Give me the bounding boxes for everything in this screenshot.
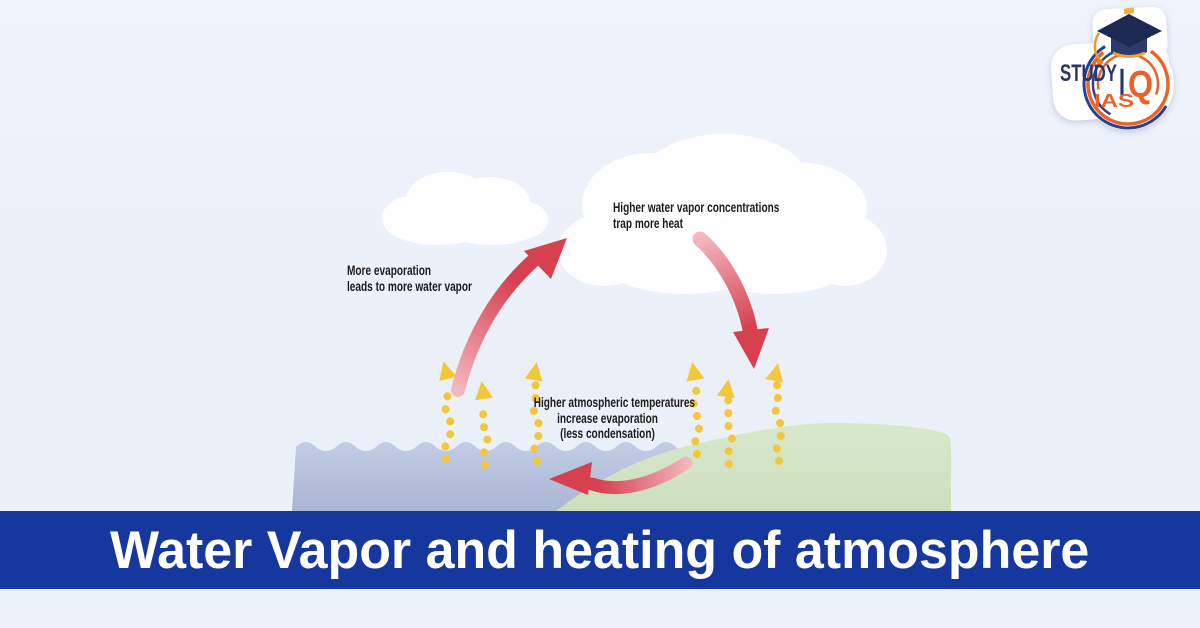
logo-text-ias: IAS <box>1094 91 1134 111</box>
evaporation-arrow <box>475 381 494 469</box>
label-higher-vapor-concentrations: Higher water vapor concentrations trap m… <box>613 199 779 231</box>
label-more-evaporation: More evaporation leads to more water vap… <box>347 262 472 294</box>
logo-text-iq-i: I <box>1119 62 1125 104</box>
label-line: More evaporation <box>347 262 432 278</box>
evaporation-arrows <box>439 361 786 469</box>
label-line: leads to more water vapor <box>347 278 472 294</box>
evaporation-arrow <box>686 362 705 458</box>
studyiq-logo: STUDY I Q IAS <box>1050 6 1174 130</box>
evaporation-arrow <box>716 379 736 468</box>
title-banner: Water Vapor and heating of atmosphere <box>0 511 1200 589</box>
label-line: trap more heat <box>613 215 684 231</box>
logo-sticker-background <box>1050 6 1174 130</box>
cloud-small <box>382 172 548 245</box>
evaporation-arrow <box>439 361 457 463</box>
evaporation-arrow <box>524 362 544 465</box>
label-line: Higher atmospheric temperatures <box>533 394 696 410</box>
label-line: increase evaporation <box>557 409 658 426</box>
logo-text-iq-q: Q <box>1128 64 1153 106</box>
cycle-arrow-down <box>692 231 769 369</box>
cycle-arrow-up <box>451 238 567 397</box>
graduation-cap-icon <box>1093 7 1162 66</box>
logo-text-study: STUDY <box>1060 60 1117 87</box>
cycle-arrow-return <box>549 456 693 495</box>
evaporation-arrow <box>765 363 786 465</box>
page-title: Water Vapor and heating of atmosphere <box>110 520 1090 580</box>
label-line: (less condensation) <box>560 425 655 441</box>
label-line: Higher water vapor concentrations <box>613 199 780 215</box>
label-higher-atmospheric-temperatures: Higher atmospheric temperatures increase… <box>533 394 696 442</box>
land-hill <box>556 423 951 511</box>
